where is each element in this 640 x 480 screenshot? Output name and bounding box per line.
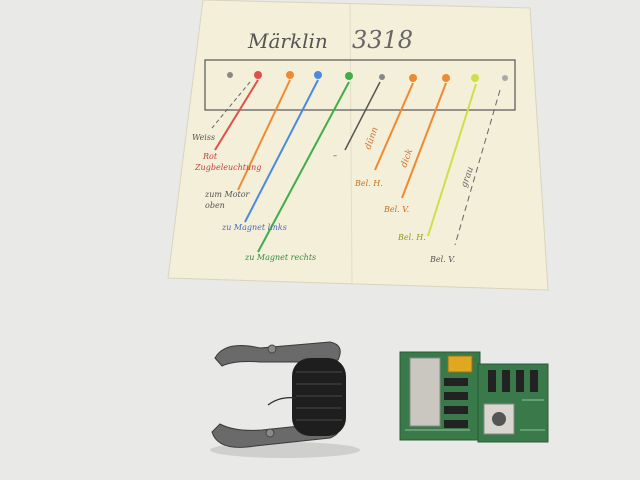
pin-dot — [254, 71, 262, 79]
smd-component — [502, 370, 510, 392]
label-zugbeleuchtung: Zugbeleuchtung — [194, 163, 261, 172]
wire-line — [257, 81, 350, 253]
tantalum-capacitor — [447, 355, 473, 373]
coil-winding — [292, 358, 346, 436]
smd-diode — [444, 406, 468, 414]
wire-line — [214, 79, 259, 151]
smd-component — [530, 370, 538, 392]
coupler-coil-assembly — [210, 341, 360, 458]
smd-component — [488, 370, 496, 392]
title-name: Märklin — [247, 29, 328, 53]
paper-sheet — [167, 0, 549, 291]
rivet-icon — [265, 428, 275, 438]
label-oben: oben — [205, 201, 225, 210]
label-bel-v-1: Bel. V. — [383, 205, 409, 214]
pin-dot — [471, 74, 479, 82]
smd-diode — [444, 420, 468, 428]
handwritten-wiring-note: Märklin 3318 Weiss Rot Zugbeleuchtung zu… — [167, 0, 549, 291]
pin-dot — [409, 74, 417, 82]
label-magnet-links: zu Magnet links — [221, 223, 287, 232]
label-rot: Rot — [202, 152, 218, 161]
coil-wire-end — [267, 397, 297, 406]
label-bel-h-2: Bel. H. — [397, 233, 426, 242]
smd-component — [516, 370, 524, 392]
smd-diode — [444, 392, 468, 400]
pin-dot — [227, 72, 233, 78]
pin-dot — [314, 71, 322, 79]
paper-fold — [349, 3, 353, 286]
smd-diode — [444, 378, 468, 386]
wire-line — [244, 79, 319, 223]
wire-line — [211, 81, 251, 129]
wire-line — [427, 83, 477, 237]
label-bel-v-2: Bel. V. — [429, 255, 455, 264]
coil-texture — [296, 371, 342, 421]
switch-knob-icon — [492, 412, 506, 426]
wire-line — [344, 81, 381, 151]
title-number: 3318 — [352, 26, 413, 54]
pcb-traces — [405, 399, 545, 431]
pin-dot — [345, 72, 353, 80]
wire-line — [374, 82, 414, 171]
label-weiss: Weiss — [192, 133, 215, 142]
label-bel-h-1: Bel. H. — [354, 179, 383, 188]
wire-line — [401, 82, 447, 199]
pcb-label-sticker — [409, 357, 441, 427]
label-zum-motor: zum Motor — [204, 190, 251, 199]
pin-dot — [502, 75, 508, 81]
pin-dot — [379, 74, 385, 80]
decoder-circuit-board — [399, 351, 549, 443]
pin-dot — [286, 71, 294, 79]
label-magnet-rechts: zu Magnet rechts — [244, 253, 316, 262]
label-dash: – — [333, 151, 337, 160]
wire-line — [237, 79, 291, 191]
connector-strip — [204, 59, 516, 111]
wire-line — [454, 89, 501, 246]
pin-dot — [442, 74, 450, 82]
rivet-icon — [267, 344, 277, 354]
